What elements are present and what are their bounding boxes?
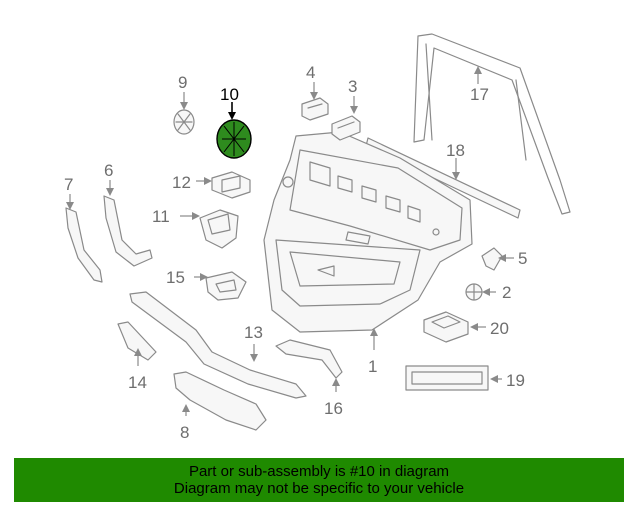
arrow-14 bbox=[134, 348, 142, 356]
callout-6: 6 bbox=[104, 161, 113, 180]
arrow-19 bbox=[490, 375, 498, 383]
callout-8: 8 bbox=[180, 423, 189, 442]
arrow-6 bbox=[106, 188, 114, 196]
arrow-10 bbox=[228, 112, 236, 120]
arrow-7 bbox=[66, 202, 74, 210]
callout-18: 18 bbox=[446, 141, 465, 160]
callout-11: 11 bbox=[152, 207, 170, 226]
part-3-clip[interactable] bbox=[331, 115, 361, 141]
part-4-clip[interactable] bbox=[301, 97, 329, 121]
arrow-9 bbox=[180, 102, 188, 110]
part-15-bezel-cap[interactable] bbox=[205, 271, 247, 301]
callout-16: 16 bbox=[324, 399, 343, 418]
callout-19: 19 bbox=[506, 371, 525, 390]
part-9-speaker-grille[interactable] bbox=[173, 109, 195, 135]
part-7-handle-trim[interactable] bbox=[65, 207, 103, 283]
arrow-12 bbox=[204, 177, 212, 185]
arrow-20 bbox=[470, 323, 478, 331]
arrow-8 bbox=[182, 404, 190, 412]
part-5-bracket[interactable] bbox=[481, 247, 503, 271]
arrow-15 bbox=[200, 273, 208, 281]
part-11-handle-bracket[interactable] bbox=[199, 209, 239, 249]
part-10-speaker-cover[interactable] bbox=[216, 119, 252, 159]
part-17-window-frame[interactable] bbox=[413, 33, 571, 215]
part-6-pull-handle[interactable] bbox=[103, 195, 153, 267]
arrow-5 bbox=[498, 254, 506, 262]
arrow-18 bbox=[452, 172, 460, 180]
part-8-armrest-pad[interactable] bbox=[173, 371, 267, 431]
callout-14: 14 bbox=[128, 373, 147, 392]
part-14-pocket[interactable] bbox=[117, 321, 157, 361]
callout-10: 10 bbox=[220, 85, 239, 104]
callout-9: 9 bbox=[178, 73, 187, 92]
info-banner: Part or sub-assembly is #10 in diagram D… bbox=[14, 458, 624, 502]
banner-line-2: Diagram may not be specific to your vehi… bbox=[173, 480, 465, 497]
arrow-11 bbox=[192, 212, 200, 220]
part-16-handle-cover[interactable] bbox=[275, 339, 343, 379]
arrow-3 bbox=[350, 106, 358, 114]
callout-4: 4 bbox=[306, 63, 315, 82]
callout-20: 20 bbox=[490, 319, 509, 338]
arrow-13 bbox=[250, 354, 258, 362]
arrow-4 bbox=[310, 92, 318, 100]
part-2-clip[interactable] bbox=[465, 283, 483, 301]
callout-12: 12 bbox=[172, 173, 191, 192]
banner-line-1: Part or sub-assembly is #10 in diagram bbox=[188, 463, 450, 480]
callout-2: 2 bbox=[502, 283, 511, 302]
parts-diagram: 17 18 1 4 3 bbox=[64, 33, 571, 442]
arrow-1 bbox=[370, 328, 378, 336]
arrow-17 bbox=[474, 66, 482, 74]
part-13-lower-trim[interactable] bbox=[129, 291, 307, 399]
callout-7: 7 bbox=[64, 175, 73, 194]
part-12-switch-bezel[interactable] bbox=[211, 171, 251, 199]
callout-1: 1 bbox=[368, 357, 377, 376]
callout-17: 17 bbox=[470, 85, 489, 104]
part-1-door-panel[interactable] bbox=[263, 131, 473, 333]
part-19-panel-insert[interactable] bbox=[405, 365, 489, 391]
callout-3: 3 bbox=[348, 77, 357, 96]
part-20-switch-module[interactable] bbox=[423, 311, 469, 343]
callout-13: 13 bbox=[244, 323, 263, 342]
arrow-16 bbox=[332, 378, 340, 386]
callout-5: 5 bbox=[518, 249, 527, 268]
arrow-2 bbox=[482, 288, 490, 296]
callout-15: 15 bbox=[166, 268, 185, 287]
